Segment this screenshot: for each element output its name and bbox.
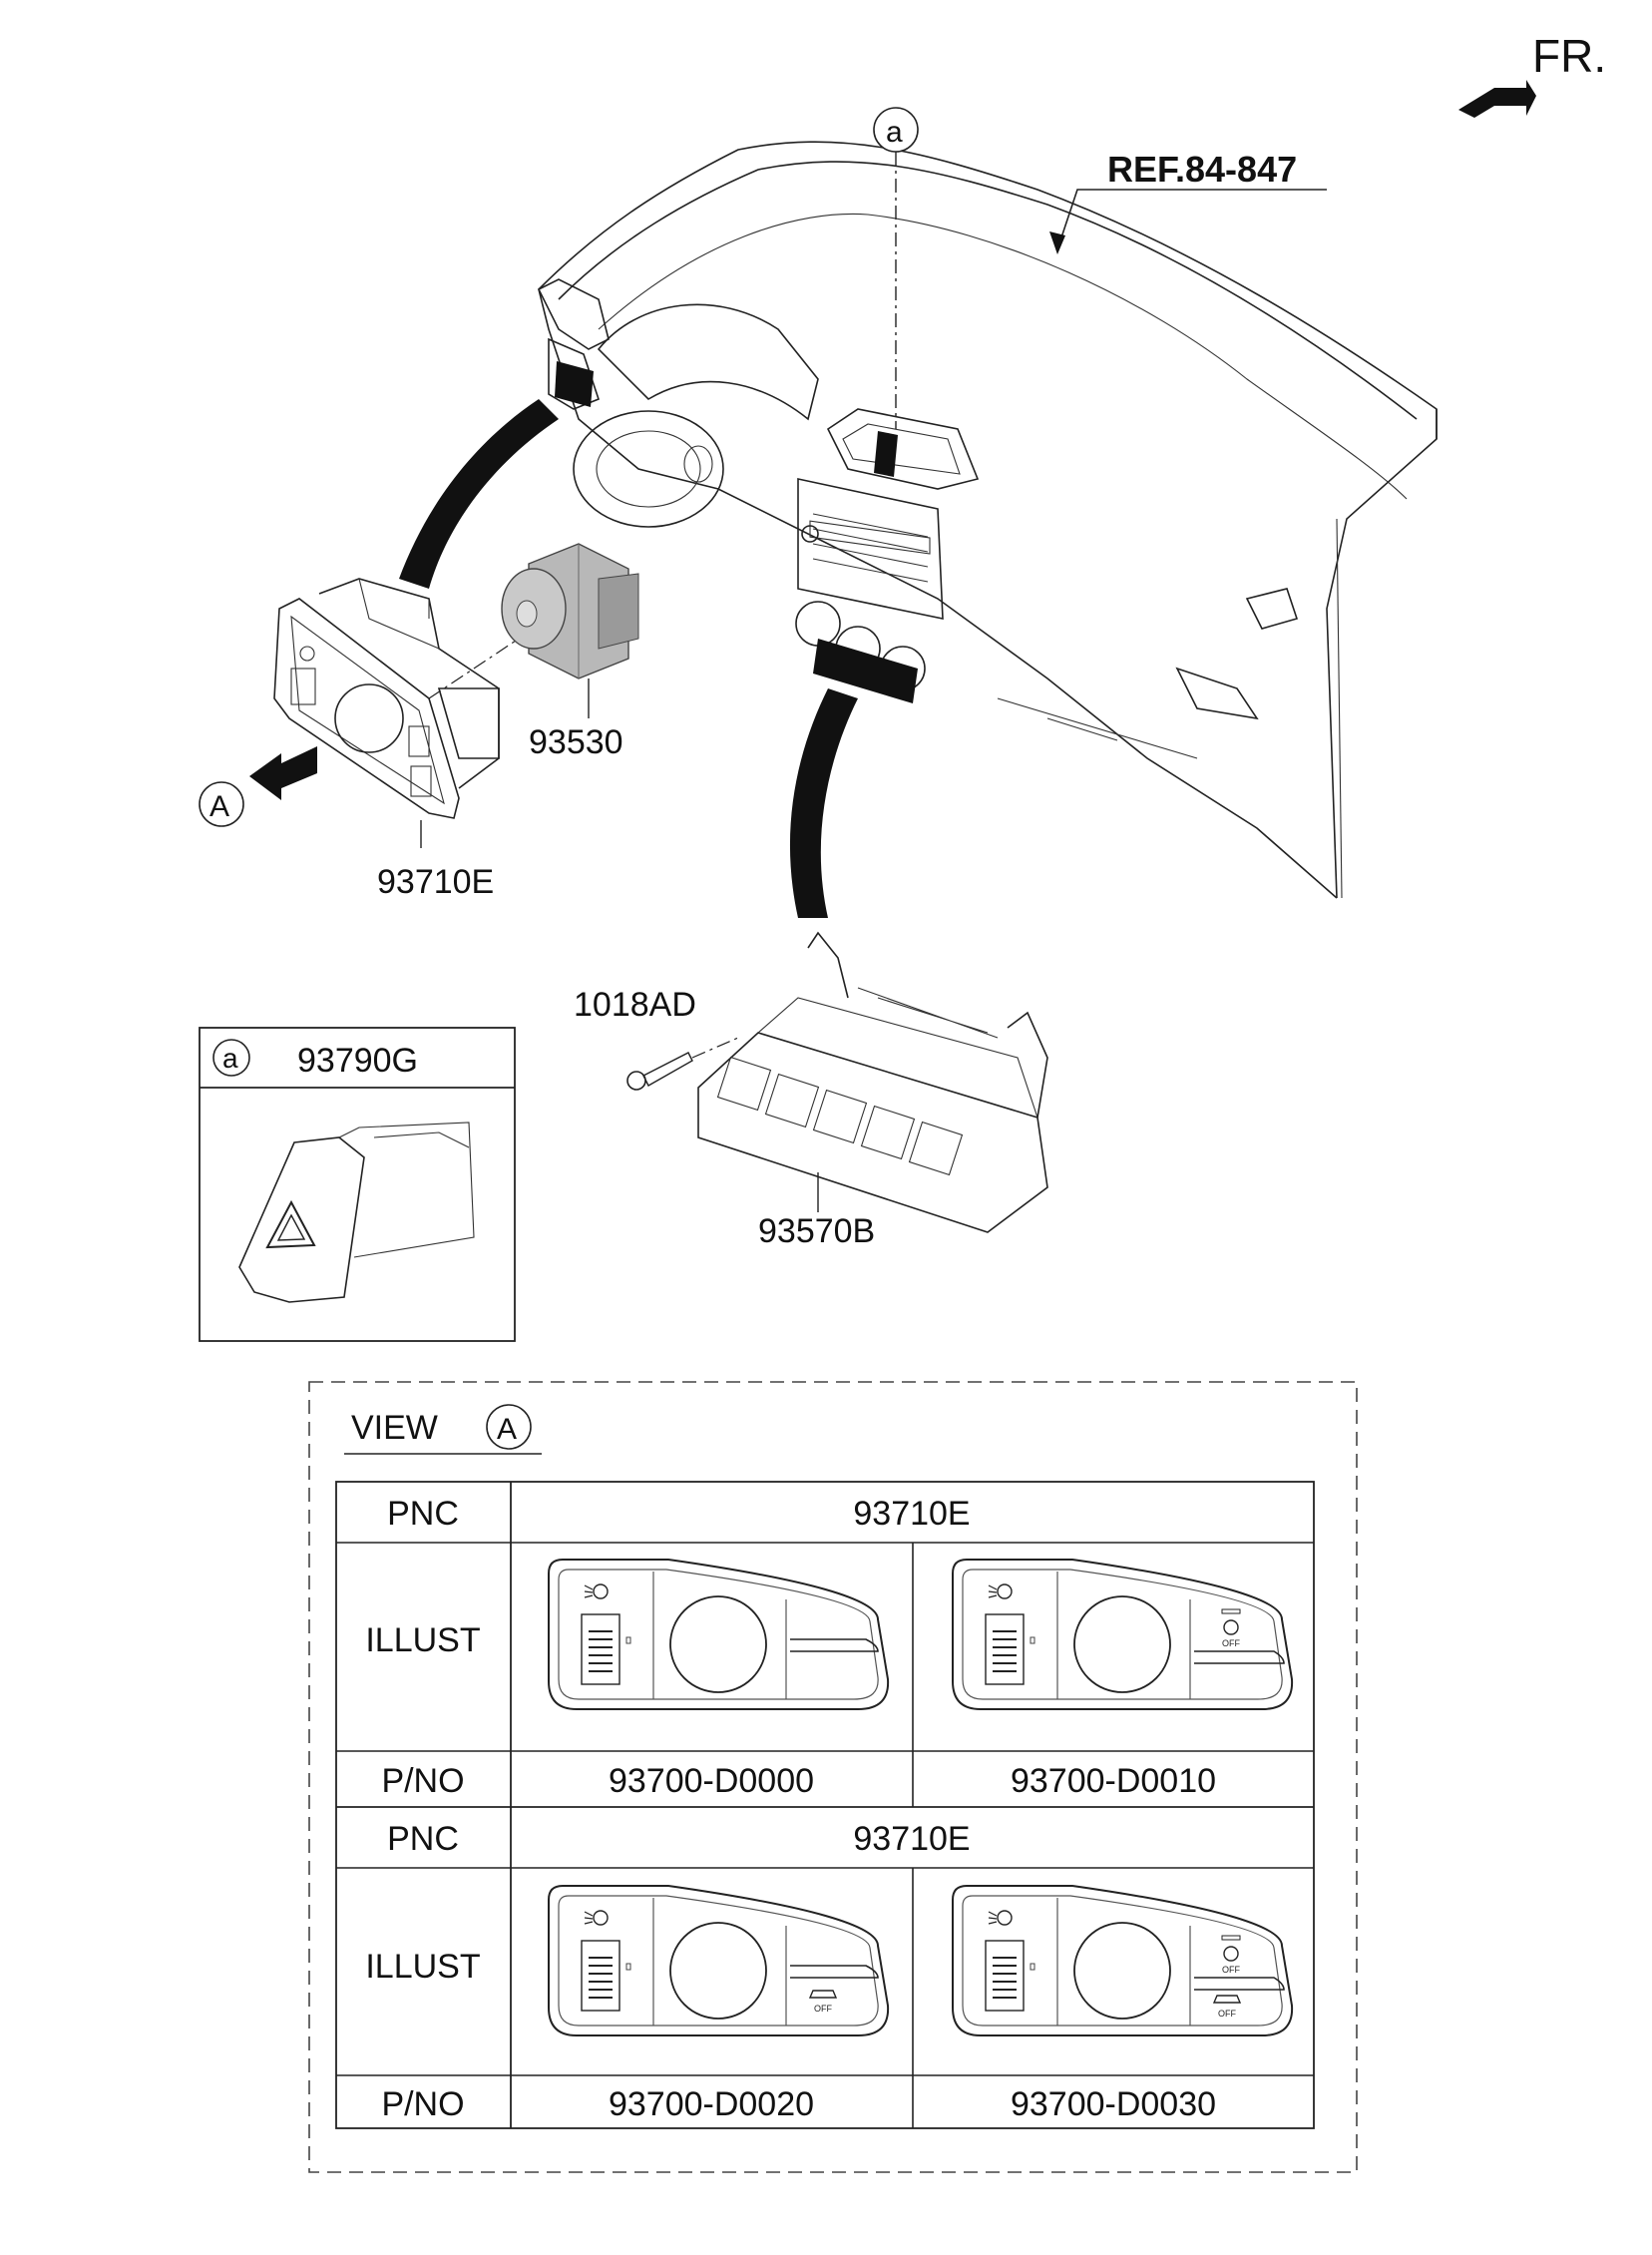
view-title-marker: A [497,1413,517,1446]
module-93530 [501,543,639,679]
part-label-93570B: 93570B [758,1212,875,1250]
ref-label: REF.84-847 [1107,149,1297,190]
pno-value-1b: 93700-D0010 [1011,1762,1216,1800]
view-title: VIEW [351,1409,438,1447]
pno-value-2b: 93700-D0030 [1011,2085,1216,2123]
front-label: FR. [1532,30,1606,82]
traction-off-icon: OFF [1212,1995,1242,2019]
row-label-pno-2: P/NO [381,2085,464,2123]
callout-a-label: a [886,116,903,149]
inset-marker: a [222,1043,238,1074]
part-label-1018AD: 1018AD [574,986,696,1024]
pno-value-2a: 93700-D0020 [609,2085,814,2123]
row-label-pnc-2: PNC [387,1820,459,1858]
part-label-93710E: 93710E [377,863,494,901]
row-label-pnc-1: PNC [387,1495,459,1533]
callout-a: a [873,107,919,429]
inset-93790G: a 93790G [199,1027,516,1342]
illust-93700-D0000 [548,1559,890,1710]
switch-panel-93570B [697,931,1048,1233]
row-label-illust-1: ILLUST [365,1621,480,1659]
front-arrow-icon [1458,80,1536,118]
front-direction-marker: FR. [1458,30,1606,118]
auto-hold-off-icon: OFF [1221,1935,1241,1975]
pno-value-1a: 93700-D0000 [609,1762,814,1800]
illust-93700-D0010: OFF [952,1559,1294,1710]
svg-text:OFF: OFF [1222,1965,1240,1975]
hazard-icon [265,1199,316,1249]
svg-text:OFF: OFF [814,2004,832,2014]
svg-text:OFF: OFF [1218,2009,1236,2019]
switch-assembly-93710E [273,578,500,819]
leader-switch-panel [789,688,858,918]
row-label-pno-1: P/NO [381,1762,464,1800]
view-a-arrow: A [199,746,317,827]
view-a-panel: VIEW A [308,1381,1358,2173]
pnc-value-1: 93710E [853,1495,970,1533]
part-label-93530: 93530 [529,723,623,761]
view-a-arrow-label: A [209,790,229,823]
illust-93700-D0030: OFF OFF [952,1885,1294,2036]
svg-text:OFF: OFF [1222,1638,1240,1648]
inset-part-label: 93790G [297,1042,418,1080]
dashboard-outline [537,141,1438,899]
leader-switch-assembly [399,399,559,589]
auto-hold-off-icon: OFF [1221,1608,1241,1648]
traction-off-icon: OFF [808,1990,838,2014]
pnc-value-2: 93710E [853,1820,970,1858]
row-label-illust-2: ILLUST [365,1948,480,1986]
illust-93700-D0020: OFF [548,1885,890,2036]
screw-1018AD [626,1037,739,1091]
